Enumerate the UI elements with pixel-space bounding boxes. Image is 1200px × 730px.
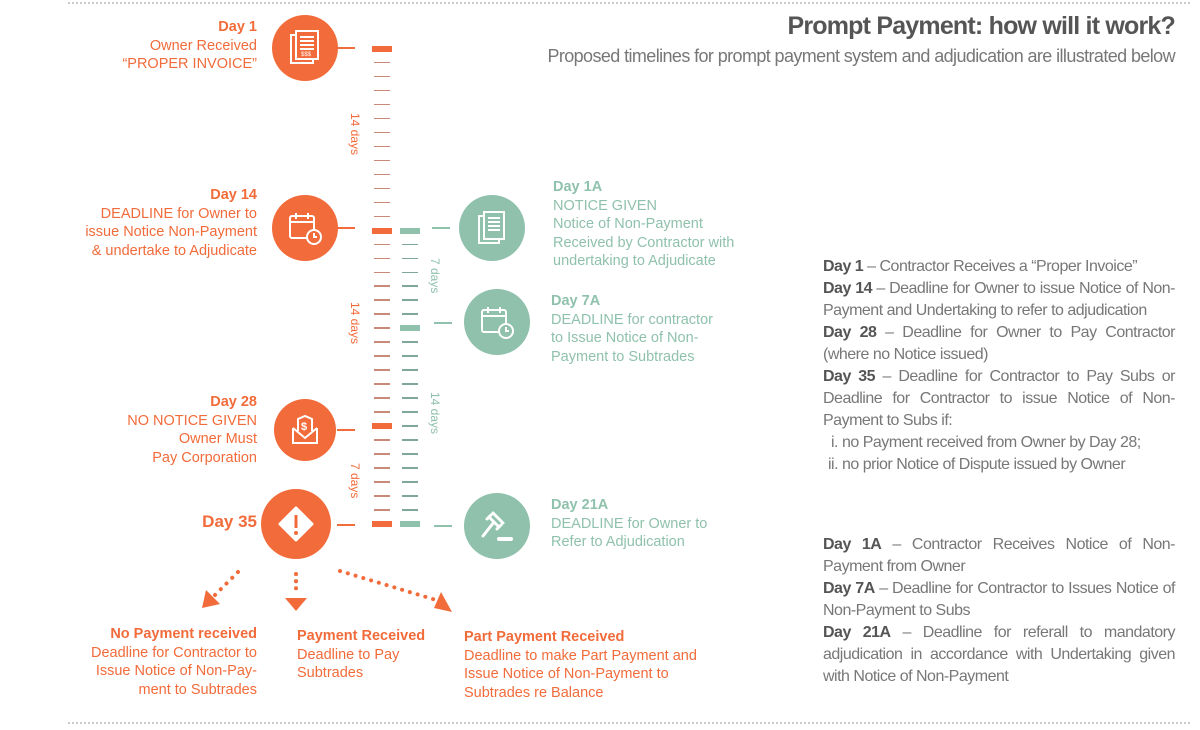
arrow-down bbox=[285, 598, 307, 611]
tick bbox=[374, 173, 390, 176]
tick bbox=[374, 341, 390, 343]
top-divider bbox=[68, 2, 1190, 4]
svg-text:$$$: $$$ bbox=[301, 52, 312, 58]
tick bbox=[374, 271, 390, 274]
tick bbox=[402, 495, 418, 497]
major-tick bbox=[400, 227, 420, 234]
tick bbox=[374, 243, 390, 246]
tick bbox=[374, 257, 390, 260]
legend-contractor: Day 1A – Contractor Receives Notice of N… bbox=[823, 536, 1176, 685]
connector bbox=[432, 227, 450, 229]
tick bbox=[374, 453, 390, 455]
money-envelope-icon: $ bbox=[274, 399, 336, 461]
gavel-icon bbox=[464, 493, 530, 559]
major-tick bbox=[372, 46, 392, 52]
tick bbox=[374, 103, 390, 106]
tick bbox=[374, 285, 390, 287]
tick bbox=[374, 327, 390, 329]
interval-label: 7 days bbox=[428, 258, 442, 294]
tick bbox=[374, 313, 390, 315]
tick bbox=[402, 439, 418, 441]
warning-icon bbox=[261, 489, 331, 559]
tick bbox=[374, 201, 390, 204]
invoice-icon: $$$ bbox=[272, 15, 338, 81]
svg-text:$: $ bbox=[301, 421, 307, 433]
tick bbox=[374, 299, 390, 301]
tick bbox=[402, 313, 418, 315]
tick bbox=[402, 425, 418, 427]
connector bbox=[337, 429, 355, 431]
arrow-left bbox=[202, 590, 220, 608]
tick bbox=[374, 215, 390, 218]
tick bbox=[402, 285, 418, 287]
connector bbox=[434, 525, 452, 527]
legend-owner: Day 1 – Contractor Receives a “Proper In… bbox=[823, 258, 1176, 473]
interval-label: 14 days bbox=[348, 302, 362, 345]
tick bbox=[402, 355, 418, 357]
tick bbox=[402, 509, 418, 511]
bottom-divider bbox=[68, 722, 1190, 724]
tick bbox=[402, 453, 418, 455]
tick bbox=[374, 75, 390, 78]
tick bbox=[374, 467, 390, 469]
page-subtitle: Proposed timelines for prompt payment sy… bbox=[547, 46, 1175, 66]
tick bbox=[402, 341, 418, 343]
document-icon bbox=[459, 195, 525, 261]
day35-label: Day 35 bbox=[202, 512, 257, 531]
tick bbox=[374, 89, 390, 92]
tick bbox=[402, 411, 418, 413]
connector bbox=[337, 227, 355, 229]
outcome-arrows bbox=[202, 569, 452, 612]
tick bbox=[402, 257, 418, 260]
tick bbox=[402, 299, 418, 301]
major-tick bbox=[400, 520, 420, 527]
tick bbox=[374, 509, 390, 511]
tick bbox=[374, 397, 390, 399]
tick bbox=[402, 481, 418, 483]
tick bbox=[374, 439, 390, 441]
interval-label: 14 days bbox=[428, 392, 442, 435]
major-tick bbox=[372, 227, 392, 234]
tick bbox=[374, 61, 390, 64]
major-tick bbox=[400, 325, 420, 332]
tick bbox=[374, 383, 390, 385]
tick bbox=[402, 369, 418, 371]
tick bbox=[374, 369, 390, 371]
tick bbox=[402, 243, 418, 246]
tick bbox=[402, 467, 418, 469]
calendar-clock-icon bbox=[464, 289, 530, 355]
connector bbox=[337, 47, 355, 49]
tick bbox=[374, 411, 390, 413]
tick bbox=[374, 187, 390, 190]
arrow-right bbox=[434, 592, 452, 612]
interval-label: 14 days bbox=[348, 113, 362, 156]
tick bbox=[374, 145, 390, 148]
tick bbox=[374, 117, 390, 120]
calendar-clock-icon bbox=[272, 195, 338, 261]
tick bbox=[402, 383, 418, 385]
major-tick bbox=[372, 520, 392, 527]
tick bbox=[374, 355, 390, 357]
tick bbox=[374, 131, 390, 134]
connector bbox=[434, 322, 452, 324]
tick bbox=[374, 159, 390, 162]
tick bbox=[402, 397, 418, 399]
tick bbox=[374, 481, 390, 483]
tick bbox=[374, 495, 390, 497]
tick bbox=[402, 271, 418, 274]
page-title: Prompt Payment: how will it work? bbox=[787, 12, 1175, 40]
connector bbox=[337, 524, 355, 526]
major-tick bbox=[372, 423, 392, 430]
interval-label: 7 days bbox=[348, 463, 362, 499]
